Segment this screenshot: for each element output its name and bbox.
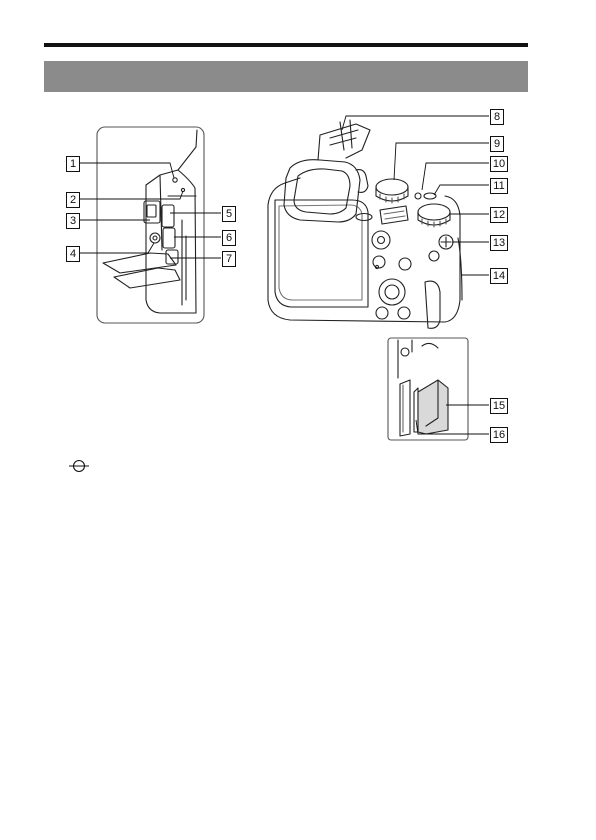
leader-line-4 — [80, 243, 154, 253]
callout-6: 6 — [222, 230, 236, 246]
callout-14: 14 — [490, 268, 508, 284]
callout-10: 10 — [490, 156, 508, 172]
leader-line-9 — [394, 143, 489, 180]
callout-13: 13 — [490, 235, 508, 251]
callout-9: 9 — [490, 136, 504, 152]
leader-line-11 — [434, 185, 489, 195]
callout-5: 5 — [222, 206, 236, 222]
callout-15: 15 — [490, 398, 508, 414]
callout-1: 1 — [66, 156, 80, 172]
callout-7: 7 — [222, 251, 236, 267]
leader-line-10 — [422, 163, 489, 190]
callout-16: 16 — [490, 427, 508, 443]
callout-12: 12 — [490, 207, 508, 223]
leader-line-2 — [80, 191, 183, 199]
focal-plane-mark-icon — [68, 459, 90, 473]
callout-3: 3 — [66, 213, 80, 229]
callout-8: 8 — [490, 109, 504, 125]
callout-2: 2 — [66, 192, 80, 208]
callout-4: 4 — [66, 246, 80, 262]
callout-11: 11 — [490, 178, 508, 194]
